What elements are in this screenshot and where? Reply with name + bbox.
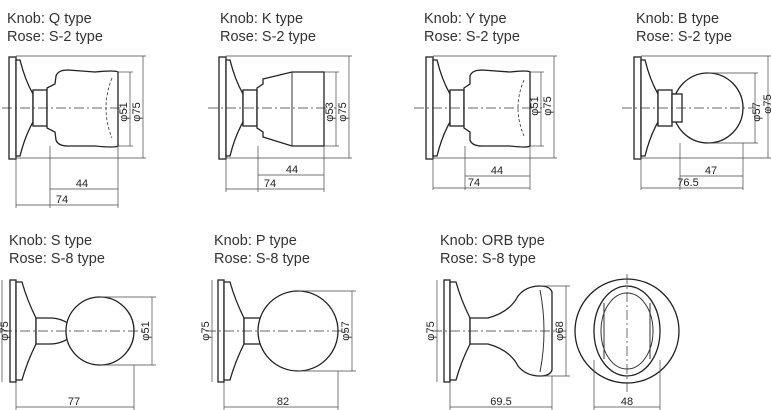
knob-orb-title: Knob: ORB type Rose: S-8 type — [440, 232, 545, 268]
dim-k-74: 74 — [264, 178, 276, 190]
rose-orb-label: Rose: S-8 type — [440, 251, 536, 267]
dim-q-51: φ51 — [118, 102, 130, 121]
drawing-orb-type: φ75 φ68 69.5 48 — [425, 274, 680, 410]
dim-k-44: 44 — [286, 164, 298, 176]
rose-b-label: Rose: S-2 type — [636, 29, 732, 45]
dim-k-53: φ53 — [324, 102, 336, 121]
drawing-p-type: φ75 φ57 82 — [200, 279, 356, 410]
dim-q-74: 74 — [56, 194, 68, 206]
dim-b-76-5: 76.5 — [677, 177, 698, 189]
knob-orb-label: Knob: ORB type — [440, 233, 545, 249]
knob-s-title: Knob: S type Rose: S-8 type — [9, 232, 105, 268]
dim-s-51: φ51 — [140, 321, 152, 340]
dim-p-75: φ75 — [200, 321, 212, 340]
knob-q-title: Knob: Q type Rose: S-2 type — [7, 10, 103, 46]
hidden-line-y — [517, 79, 525, 137]
dim-y-44: 44 — [491, 165, 503, 177]
rose-q-label: Rose: S-2 type — [7, 29, 103, 45]
knob-body-k — [256, 71, 325, 147]
knob-y-label: Knob: Y type — [424, 11, 507, 27]
dim-q-44: 44 — [76, 178, 88, 190]
dim-p-82: 82 — [277, 396, 289, 408]
dim-k-75: φ75 — [337, 102, 349, 121]
dim-orb-75: φ75 — [425, 321, 437, 340]
dim-s-75: φ75 — [0, 321, 11, 340]
drawing-b-type: φ57 φ75 47 76.5 — [622, 55, 771, 190]
rose-s-label: Rose: S-8 type — [9, 251, 105, 267]
dim-y-74: 74 — [468, 177, 480, 189]
dim-b-75: φ75 — [762, 94, 771, 113]
knob-k-title: Knob: K type Rose: S-2 type — [220, 10, 316, 46]
drawing-q-type: φ51 φ75 44 74 — [2, 55, 146, 208]
rose-y-label: Rose: S-2 type — [424, 29, 520, 45]
dim-y-75: φ75 — [542, 96, 554, 115]
knob-body-q — [46, 69, 119, 148]
rose-k-label: Rose: S-2 type — [220, 29, 316, 45]
drawing-s-type: φ75 φ51 77 — [0, 279, 156, 410]
dim-b-57: φ57 — [751, 102, 763, 121]
knob-b-title: Knob: B type Rose: S-2 type — [636, 10, 732, 46]
knob-y-title: Knob: Y type Rose: S-2 type — [424, 10, 520, 46]
dim-orb-69-5: 69.5 — [490, 396, 511, 408]
drawing-y-type: φ51 φ75 44 74 — [414, 55, 557, 190]
knob-s-label: Knob: S type — [9, 233, 93, 249]
dim-b-47: 47 — [705, 165, 717, 177]
dim-p-57: φ57 — [340, 321, 352, 340]
dim-orb-48: 48 — [621, 396, 633, 408]
knob-body-y — [463, 69, 531, 148]
drawing-k-type: φ53 φ75 44 74 — [208, 55, 352, 192]
dim-s-77: 77 — [68, 396, 80, 408]
knob-q-label: Knob: Q type — [7, 11, 92, 27]
knob-k-label: Knob: K type — [220, 11, 304, 27]
knob-p-label: Knob: P type — [214, 233, 297, 249]
knob-p-title: Knob: P type Rose: S-8 type — [214, 232, 310, 268]
dim-q-75: φ75 — [131, 102, 143, 121]
knob-b-label: Knob: B type — [636, 11, 720, 27]
dim-y-51: φ51 — [529, 96, 541, 115]
rose-p-label: Rose: S-8 type — [214, 251, 310, 267]
dim-orb-68: φ68 — [554, 321, 566, 340]
